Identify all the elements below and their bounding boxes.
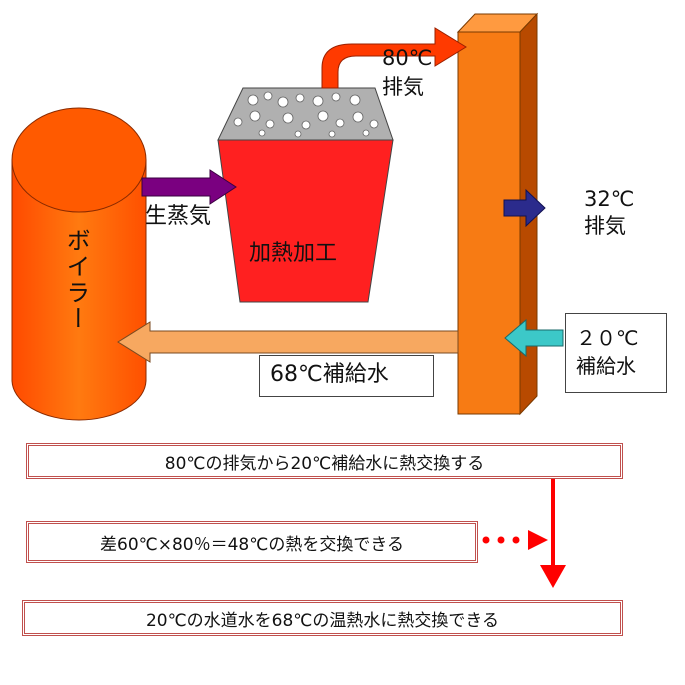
steam-arrow (141, 169, 237, 205)
boiler (11, 107, 147, 421)
supply-in-label: ２０℃ 補給水 (576, 326, 639, 378)
supply-in-arrow (504, 318, 564, 358)
process-label: 加熱加工 (249, 241, 338, 266)
supply-out-arrow (117, 321, 459, 363)
supply-out-label-box: 68℃補給水 (259, 355, 434, 397)
exhaust-out-arrow (503, 188, 546, 228)
supply-in-label-box: ２０℃ 補給水 (565, 313, 667, 393)
steam-puffs-icon (233, 91, 379, 138)
note-heat-exchange: 80℃の排気から20℃補給水に熱交換する (26, 443, 623, 479)
exhaust-out-label: 32℃ 排気 (584, 187, 635, 239)
steam-label: 生蒸気 (145, 204, 212, 229)
exhaust-in-label: 80℃ 排気 (382, 46, 433, 100)
supply-out-label: 68℃補給水 (270, 362, 389, 387)
note-heat-calculation: 差60℃×80％＝48℃の熱を交換できる (26, 521, 478, 563)
hot-exhaust-arrow (321, 27, 467, 89)
boiler-label: ボイラー (62, 228, 90, 332)
note-water-heating: 20℃の水道水を68℃の温熱水に熱交換できる (22, 600, 623, 636)
heating-process-vessel (217, 87, 394, 303)
flow-arrow (482, 477, 566, 588)
